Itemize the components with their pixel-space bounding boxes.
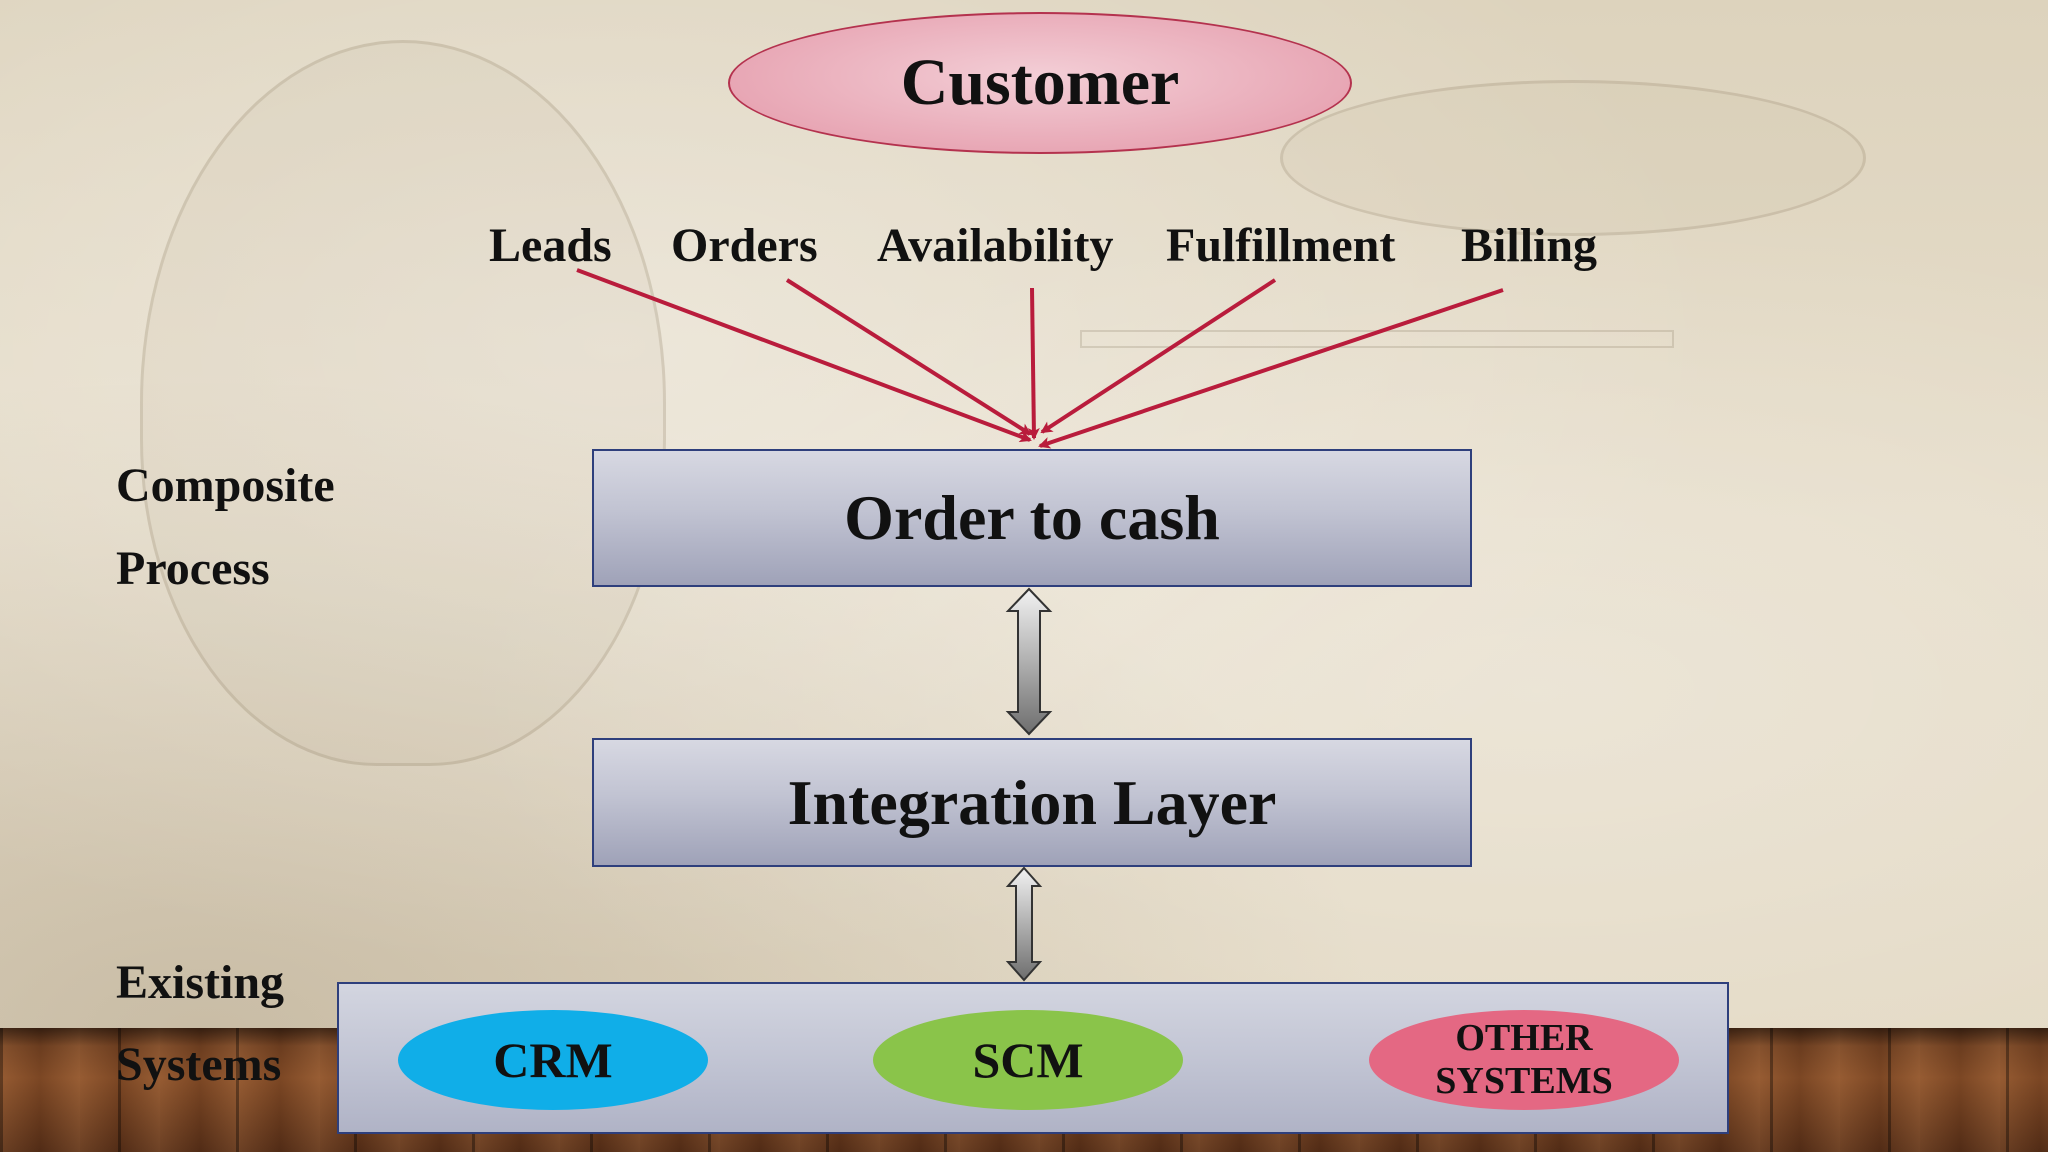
- touchpoint-leads: Leads: [489, 219, 612, 272]
- order-to-cash-label: Order to cash: [844, 482, 1220, 553]
- existing-label-line2: Systems: [116, 1038, 282, 1091]
- crm-label: CRM: [493, 1032, 613, 1088]
- integration-systems-double-arrow: [1005, 866, 1043, 982]
- touchpoint-billing: Billing: [1461, 219, 1598, 272]
- o2c-integration-double-arrow: [1005, 587, 1053, 736]
- composite-label-line1: Composite: [116, 459, 335, 512]
- customer-label: Customer: [900, 46, 1180, 119]
- scm-node: SCM: [873, 1010, 1183, 1110]
- other-systems-line2: SYSTEMS: [1435, 1060, 1613, 1102]
- existing-label-line1: Existing: [116, 956, 285, 1009]
- balloon-watermark: [140, 40, 666, 766]
- availability-arrow: [1027, 287, 1040, 440]
- crm-node: CRM: [398, 1010, 708, 1110]
- composite-label-line2: Process: [116, 542, 270, 595]
- integration-layer-box: Integration Layer: [592, 738, 1472, 867]
- billing-arrow: [1038, 288, 1504, 449]
- touchpoint-fulfillment: Fulfillment: [1166, 219, 1396, 272]
- orders-arrow: [785, 278, 1032, 436]
- other-systems-line1: OTHER: [1455, 1017, 1593, 1060]
- leads-arrow: [576, 268, 1032, 443]
- integration-layer-label: Integration Layer: [787, 766, 1277, 838]
- customer-node: Customer: [728, 12, 1352, 154]
- order-to-cash-box: Order to cash: [592, 449, 1472, 587]
- zeppelin-watermark: [1280, 80, 1866, 236]
- touchpoint-orders: Orders: [671, 219, 818, 272]
- touchpoint-availability: Availability: [877, 219, 1114, 272]
- fulfillment-arrow: [1040, 278, 1277, 434]
- scm-label: SCM: [972, 1032, 1084, 1088]
